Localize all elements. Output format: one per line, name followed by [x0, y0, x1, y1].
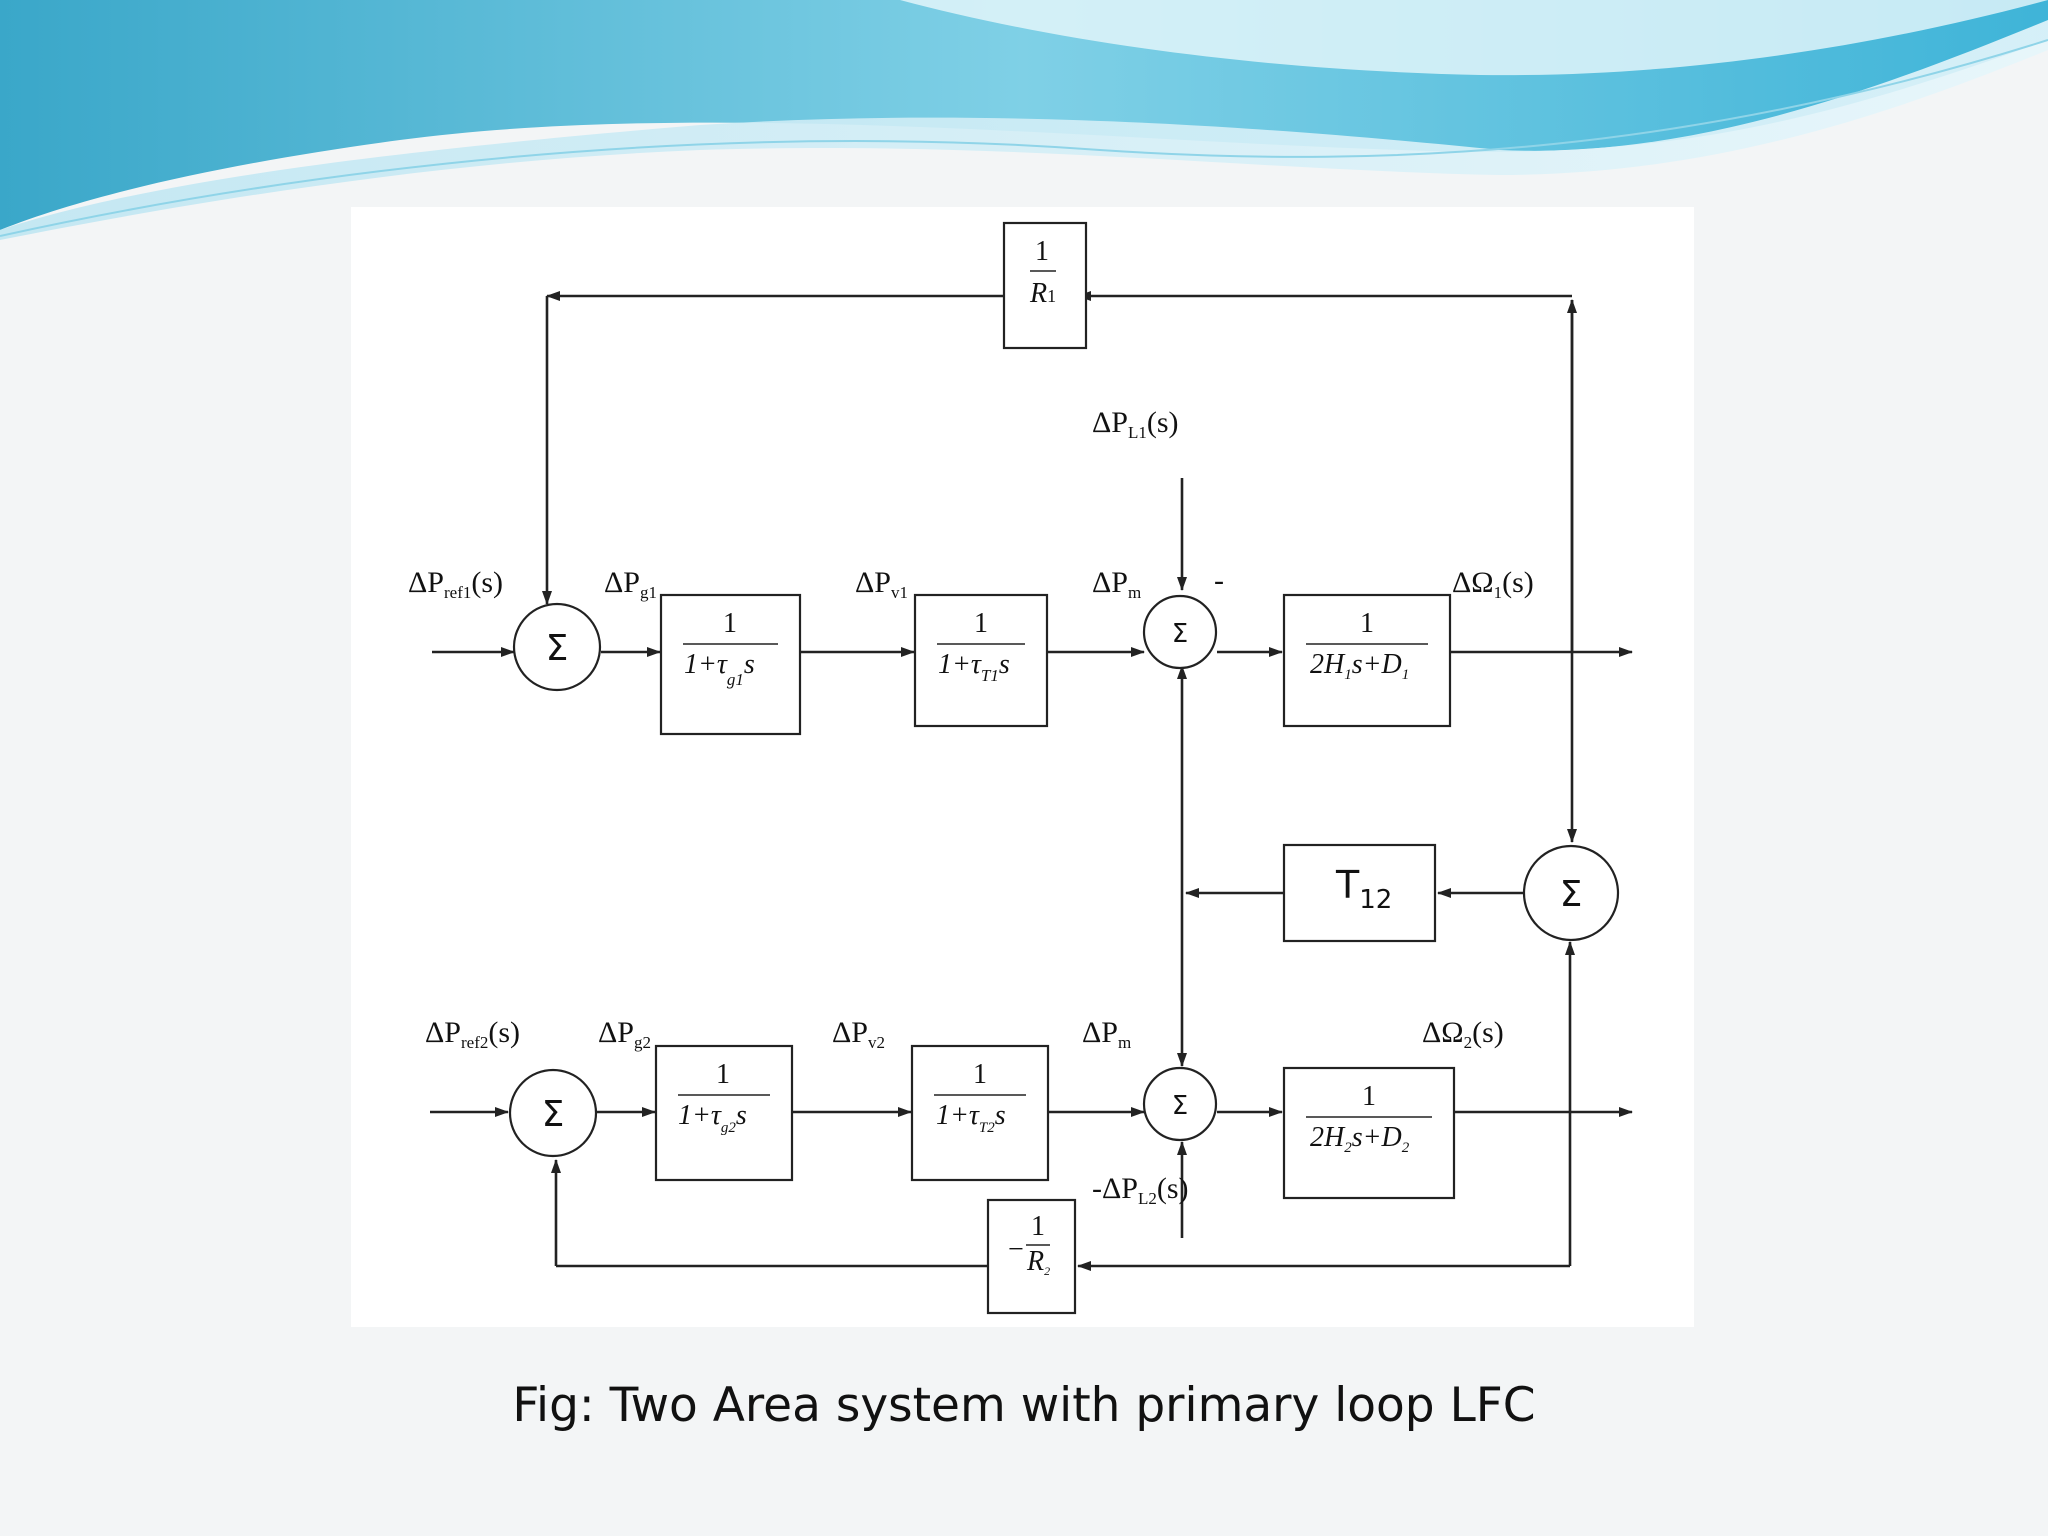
tie-summer: Σ — [1522, 844, 1620, 942]
area1-input-label: ΔPref1(s) — [408, 566, 503, 602]
svg-text:1: 1 — [1360, 608, 1374, 639]
area2-input-label: ΔPref2(s) — [425, 1016, 520, 1052]
area1-droop-block: 1 R1 — [1002, 221, 1088, 350]
svg-text:1: 1 — [723, 608, 737, 639]
svg-text:R1: R1 — [1029, 278, 1056, 309]
svg-text:1: 1 — [716, 1059, 730, 1090]
svg-text:−: − — [1008, 1234, 1024, 1265]
area1-load-label: ΔPL1(s) — [1092, 406, 1179, 442]
area2-output-label: ΔΩ2(s) — [1422, 1016, 1504, 1052]
svg-text:1+τg2s: 1+τg2s — [678, 1100, 747, 1136]
area1-output-label: ΔΩ1(s) — [1452, 566, 1534, 602]
svg-text:1+τT2s: 1+τT2s — [936, 1100, 1006, 1136]
svg-text:Σ: Σ — [1560, 874, 1583, 915]
area1-minus-sign: - — [1214, 564, 1224, 597]
svg-text:1: 1 — [1035, 236, 1049, 267]
svg-text:1: 1 — [973, 1059, 987, 1090]
svg-text:1+τT1s: 1+τT1s — [938, 649, 1010, 685]
svg-text:2H1s+D1: 2H1s+D1 — [1310, 649, 1409, 683]
figure-caption: Fig: Two Area system with primary loop L… — [512, 1378, 1536, 1433]
svg-text:Σ: Σ — [1172, 619, 1188, 649]
svg-text:Σ: Σ — [1172, 1091, 1188, 1121]
area2-sum-input: Σ — [508, 1068, 598, 1158]
svg-text:1: 1 — [1362, 1081, 1376, 1112]
area1-pv-label: ΔPv1 — [855, 566, 908, 602]
svg-text:R2: R2 — [1026, 1246, 1050, 1278]
area1-governor-block: 1 1+τg1s — [659, 593, 802, 736]
svg-text:Σ: Σ — [546, 628, 569, 669]
area1-sum-mech: Σ — [1142, 594, 1218, 670]
area1-turbine-block: 1 1+τT1s — [913, 593, 1049, 728]
area1-rotor-block: 1 2H1s+D1 — [1282, 593, 1452, 728]
area2-pg-label: ΔPg2 — [598, 1016, 651, 1052]
svg-text:1: 1 — [1031, 1211, 1045, 1242]
area2-sum-mech: Σ — [1142, 1066, 1218, 1142]
tie-line-block: T12 — [1282, 843, 1437, 943]
area1-pg-label: ΔPg1 — [604, 566, 657, 602]
area2-turbine-block: 1 1+τT2s — [910, 1044, 1050, 1182]
area1-sum-input: Σ — [512, 602, 602, 692]
area2-load-label: -ΔPL2(s) — [1092, 1172, 1189, 1208]
area2-governor-block: 1 1+τg2s — [654, 1044, 794, 1182]
area2-pv-label: ΔPv2 — [832, 1016, 885, 1052]
area2-pm-label: ΔPm — [1082, 1016, 1131, 1052]
svg-text:2H2s+D2: 2H2s+D2 — [1310, 1122, 1410, 1156]
area2-droop-block: − 1 R2 — [986, 1198, 1077, 1315]
svg-text:1+τg1s: 1+τg1s — [684, 649, 755, 689]
area2-rotor-block: 1 2H2s+D2 — [1282, 1066, 1456, 1200]
svg-text:1: 1 — [974, 608, 988, 639]
area1-pm-label: ΔPm — [1092, 566, 1141, 602]
svg-text:Σ: Σ — [542, 1094, 565, 1135]
svg-text:T12: T12 — [1335, 863, 1392, 915]
